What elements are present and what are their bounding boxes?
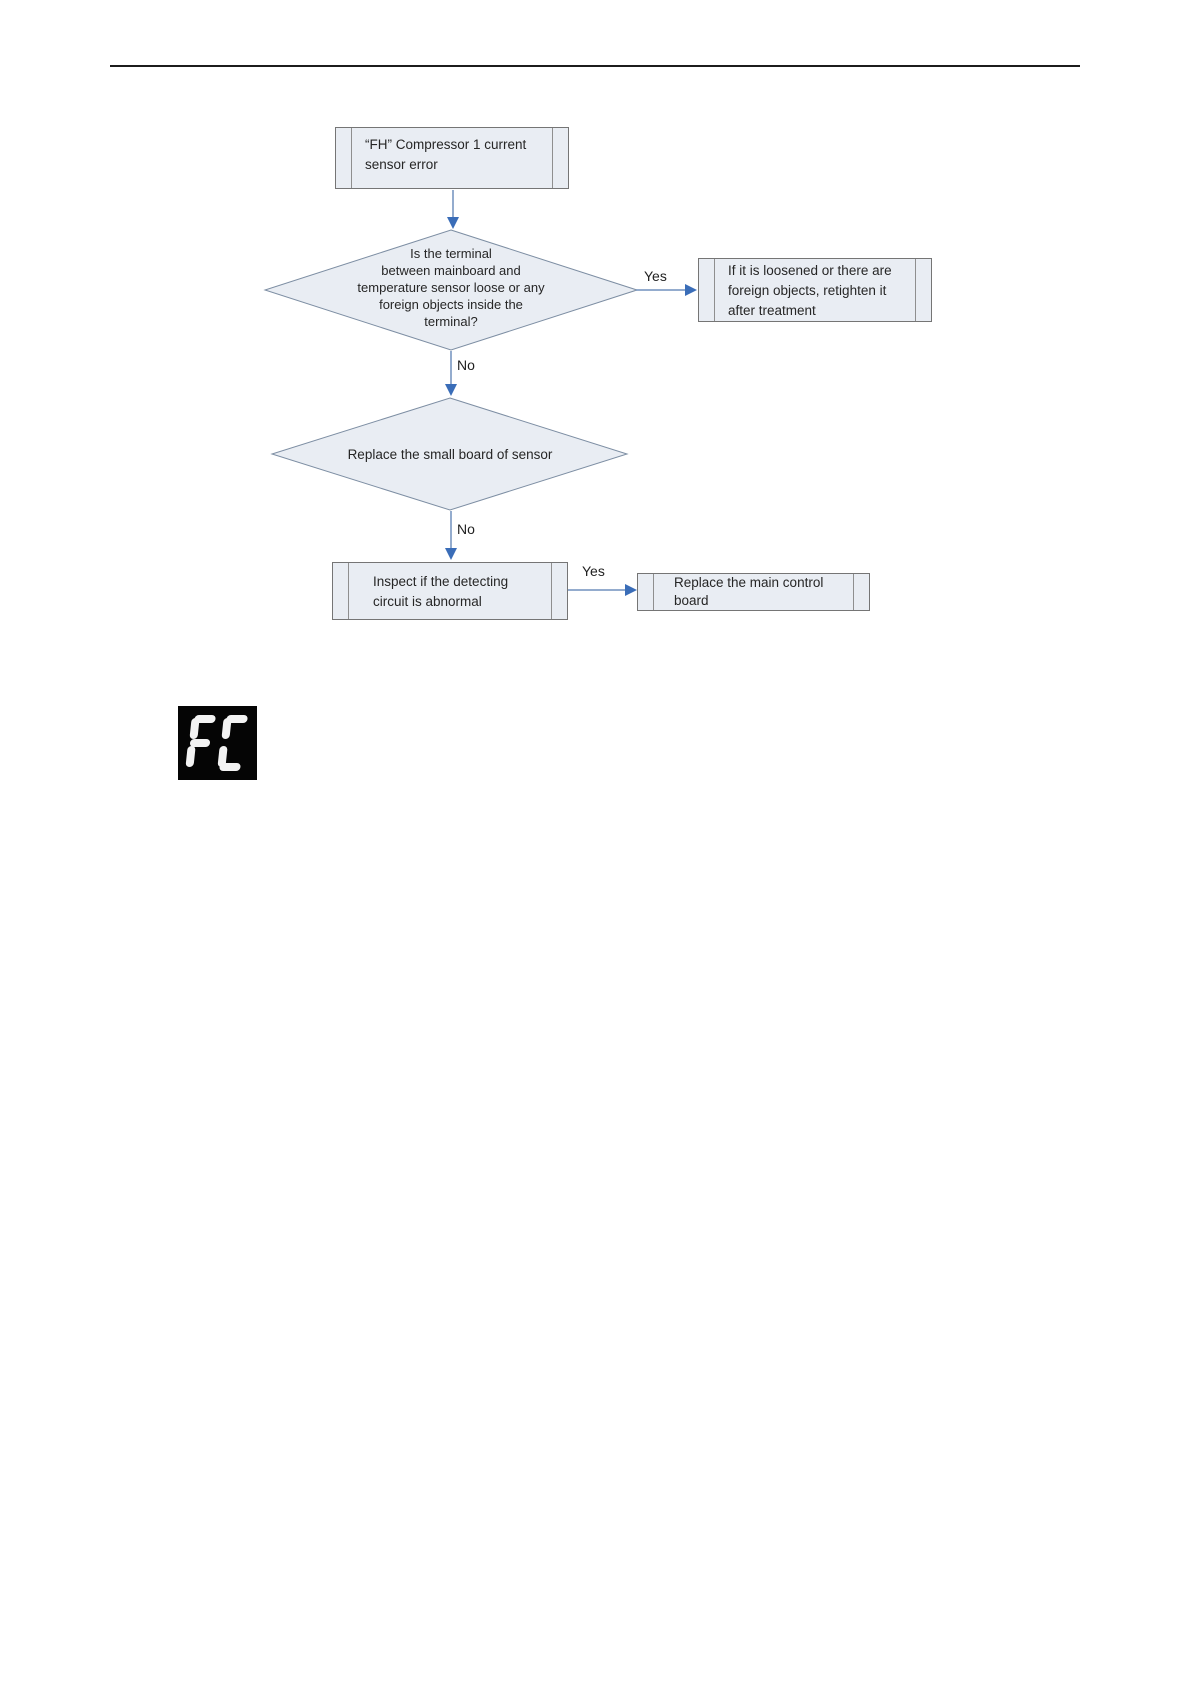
segment-upper-left [189,718,200,739]
node-inner-bar [653,574,654,610]
flow-arrow-lines [450,190,686,591]
node-inner-bar [351,128,352,188]
yes-action1-node: If it is loosened or there are foreign o… [698,258,932,322]
node-inner-bar [853,574,854,610]
text-line: “FH” Compressor 1 current [365,137,527,152]
decision1-text: Is the terminal between mainboard and te… [321,245,581,330]
arrow-head-down-icon [445,548,457,560]
edge-label-no1: No [457,357,475,373]
text-line: Is the terminal [410,246,492,261]
text-line: circuit is abnormal [373,594,482,609]
arrow-head-right-icon [685,284,697,296]
yes-action2-node: Replace the main control board [637,573,870,611]
text-line: foreign objects inside the [379,297,523,312]
edge-label-no2: No [457,521,475,537]
text-line: after treatment [728,303,816,318]
start-node-text: “FH” Compressor 1 current sensor error [365,135,526,175]
yes-action1-text: If it is loosened or there are foreign o… [728,261,892,321]
text-line: between mainboard and [381,263,521,278]
text-line: Replace the main control [674,575,824,590]
segment-upper-left [221,718,232,739]
node-inner-bar [552,128,553,188]
text-line: temperature sensor loose or any [357,280,545,295]
edge-label-yes1: Yes [644,268,667,284]
node-inner-bar [915,259,916,321]
decision2-diamond-shape [270,397,629,511]
text-line: terminal? [424,314,478,329]
seven-segment-digit-C [217,715,250,771]
yes-action2-text: Replace the main control board [674,574,823,610]
text-line: sensor error [365,157,438,172]
node-inner-bar [551,563,552,619]
node-inner-bar [348,563,349,619]
header-rule [110,65,1080,67]
inspect-node: Inspect if the detecting circuit is abno… [332,562,568,620]
decision1-diamond-shape [263,229,639,351]
node-inner-bar [714,259,715,321]
segment-lower-left [185,746,196,767]
decision2-text: Replace the small board of sensor [300,446,600,463]
text-line: Replace the small board of sensor [347,447,553,462]
segment-bottom [219,763,241,771]
seven-segment-display [178,706,257,780]
start-node: “FH” Compressor 1 current sensor error [335,127,569,189]
text-line: foreign objects, retighten it [728,283,887,298]
arrow-head-down-icon [445,384,457,396]
arrow-head-down-icon [447,217,459,229]
seven-segment-digit-F [185,715,218,771]
flowchart-canvas [263,190,697,596]
text-line: Inspect if the detecting [373,574,509,589]
arrow-head-right-icon [625,584,637,596]
text-line: board [674,593,709,608]
edge-label-yes2: Yes [582,563,605,579]
flow-arrow-heads [445,217,697,596]
text-line: If it is loosened or there are [728,263,892,278]
inspect-node-text: Inspect if the detecting circuit is abno… [373,572,508,612]
